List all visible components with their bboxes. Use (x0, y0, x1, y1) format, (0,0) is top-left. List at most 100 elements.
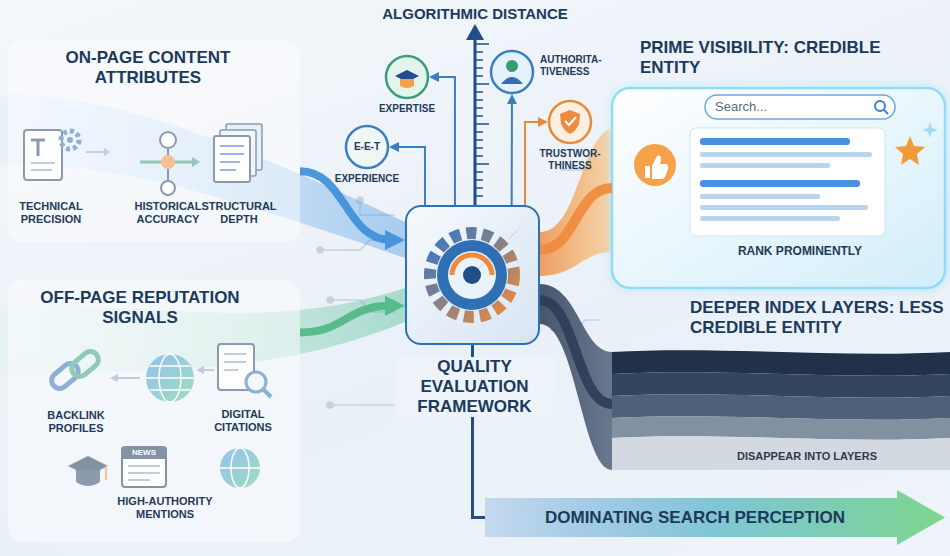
index-layers-part (612, 350, 950, 375)
results-panel-part (700, 194, 820, 199)
signal-icon: BACKLINK PROFILES (48, 345, 104, 401)
algorithmic-axis (466, 24, 489, 205)
attribute-icon: HISTORICAL ACCURACY (136, 128, 200, 192)
signal-icon: HIGH-AUTHORITY MENTIONS (62, 445, 268, 491)
illustration-part-part (475, 179, 483, 181)
node-label: BACKLINK PROFILES (31, 409, 121, 435)
illustration-part-part (475, 139, 483, 141)
index-layers-part (612, 416, 950, 439)
eeat-circles-part (346, 126, 388, 168)
illustration-part-part (475, 51, 483, 53)
visibility-panel: PRIME VISIBILITY: CREDIBLE ENTITYSearch.… (612, 88, 945, 288)
icon-text: NEWS (122, 448, 166, 458)
results-panel-part (700, 163, 830, 168)
results-panel-part (700, 152, 872, 157)
arrow-shape (485, 490, 945, 545)
illustration-part-part (475, 43, 489, 45)
illustration-part (475, 44, 489, 196)
connector (396, 147, 425, 205)
illustration-part-part (475, 131, 483, 133)
illustration-part-part (475, 67, 483, 69)
illustration-part-part (475, 147, 483, 149)
illustration-part-part (475, 187, 483, 189)
eeat-circles-part (565, 117, 576, 125)
illustration-part-part (475, 91, 483, 93)
node-text: EXPERIENCE (317, 173, 417, 185)
connector (511, 101, 513, 205)
signal-group: OFF-PAGE REPUTATION SIGNALS BACKLINK PROF… (8, 280, 300, 542)
eeat-circles-part (491, 51, 533, 93)
circuit-lines-part (317, 247, 323, 253)
index-layers-part (612, 372, 950, 397)
results-panel (612, 88, 945, 288)
eeat-circle: E-E-TEXPERIENCE (345, 125, 389, 169)
results-panel-part (700, 205, 868, 210)
eeat-circles-part (501, 77, 523, 84)
algorithmic-axis-part (466, 24, 484, 40)
node-label: OFF-PAGE REPUTATION SIGNALS (20, 288, 260, 328)
circuit-lines-part (327, 402, 333, 408)
gauge-illustration (405, 205, 540, 345)
node-text: RANK PROMINENTLY (700, 244, 900, 258)
node-label: PRIME VISIBILITY: CREDIBLE ENTITY (640, 38, 940, 78)
results-panel-part (700, 138, 850, 145)
index-layers (612, 350, 950, 470)
illustration-part-part (475, 75, 483, 77)
results-panel-part (922, 122, 938, 138)
results-panel-part (690, 128, 885, 236)
gauge-box: QUALITY EVALUATION FRAMEWORK (405, 205, 540, 345)
axis-title: ALGORITHMIC DISTANCE (355, 5, 595, 23)
illustration-part-part (475, 83, 489, 85)
attribute-group: ON-PAGE CONTENT ATTRIBUTESTECHNICAL PREC… (8, 40, 300, 242)
index-layers-part (612, 394, 950, 419)
attribute-icon: TECHNICAL PRECISION (20, 122, 82, 192)
node-label: QUALITY EVALUATION FRAMEWORK (395, 357, 554, 417)
illustration-part-part (475, 163, 489, 165)
node-label: E-E-T (345, 125, 389, 169)
illustration-part-part (475, 107, 483, 109)
gauge-illustration-part (466, 220, 528, 281)
illustration-part-part (475, 195, 483, 197)
eeat-circle: AUTHORITA- TIVENESS (490, 50, 534, 94)
node-text: Search... (705, 95, 895, 119)
attribute-icon: STRUCTURAL DEPTH (208, 122, 270, 192)
illustration-part-part (475, 155, 483, 157)
node-label: HIGH-AUTHORITY MENTIONS (105, 495, 225, 521)
results-panel-part (612, 88, 945, 288)
node-label: DIGITAL CITATIONS (198, 408, 288, 434)
index-layers-part (612, 436, 950, 470)
eeat-circles-part (560, 110, 580, 134)
results-panel-part (634, 144, 676, 186)
node-label: TECHNICAL PRECISION (6, 200, 96, 226)
eeat-circle: EXPERTISE (385, 55, 429, 99)
circuit-lines-part (327, 297, 333, 303)
node-text: DISAPPEAR INTO LAYERS (697, 450, 917, 463)
illustration-part-part (475, 171, 483, 173)
illustration-part-part (475, 123, 489, 125)
results-panel-part (884, 110, 888, 114)
node-label: DOMINATING SEARCH PERCEPTION (485, 490, 945, 545)
results-panel-part (875, 101, 885, 111)
index-layers: DEEPER INDEX LAYERS: LESS CREDIBLE ENTIT… (612, 350, 950, 470)
results-panel-part (645, 155, 668, 179)
eeat-circles-part (506, 60, 518, 72)
signal-icon: DIGITAL CITATIONS (212, 340, 274, 400)
connector (540, 188, 612, 250)
node-label: HISTORICAL ACCURACY (123, 200, 213, 226)
perception-arrow: DOMINATING SEARCH PERCEPTION (485, 490, 945, 545)
node-label: DEEPER INDEX LAYERS: LESS CREDIBLE ENTIT… (690, 298, 945, 338)
connector (525, 122, 541, 205)
eeat-circles-part (400, 79, 414, 88)
connector (436, 77, 455, 205)
results-panel-part (700, 216, 840, 221)
node-label: TRUSTWOR- THINESS (532, 148, 608, 172)
gauge-illustration-part (405, 205, 540, 345)
results-panel-part (700, 180, 860, 187)
results-panel-part (705, 95, 895, 119)
eeat-circles-part (386, 56, 428, 98)
eeat-circles-part (549, 101, 591, 143)
node-label: STRUCTURAL DEPTH (194, 200, 284, 226)
illustration-part-part (475, 59, 483, 61)
results-panel-part (895, 136, 925, 165)
